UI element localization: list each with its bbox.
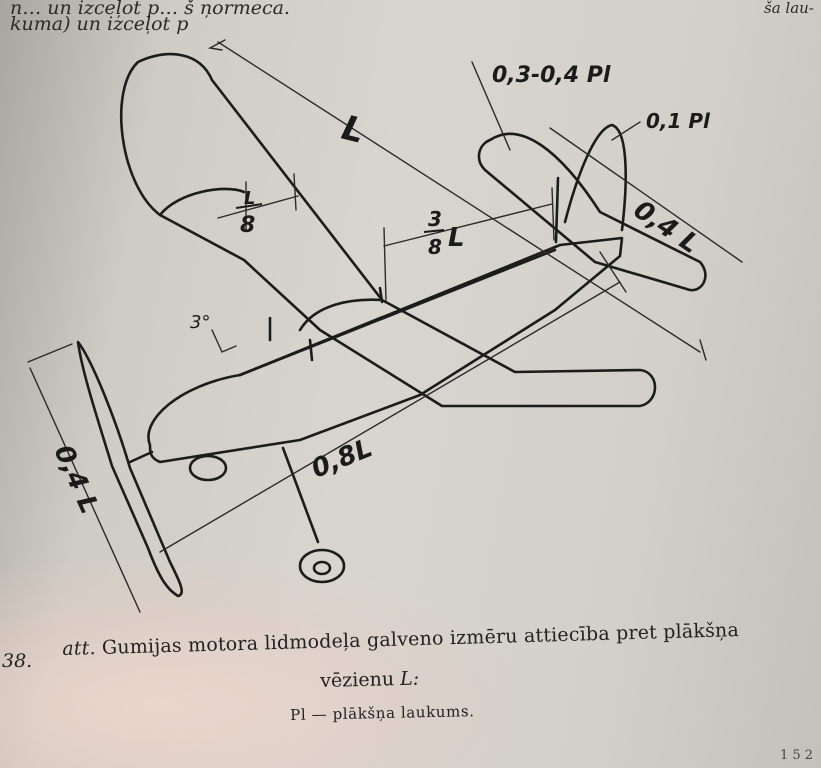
top-text-line1: n… un izceļot p… š ņormeca.: [10, 0, 290, 19]
airplane-diagram: L L 8 3 8 L 0,3-0,4 Pl 0,1 Pl 0,4 L 0,8L…: [27, 39, 743, 613]
fraction-bar-chord: [235, 203, 263, 209]
label-wingspan: L: [338, 108, 369, 152]
dim-fuselage-length: [159, 281, 621, 553]
dim-wing-position: [383, 203, 553, 247]
dim-stabilizer-span: [549, 127, 743, 263]
fuselage-line: [238, 248, 557, 377]
label-stabilizer-span: 0,4 L: [628, 195, 704, 260]
label-fuselage-length: 0,8L: [307, 433, 376, 484]
fin-rudder-line: [554, 176, 560, 244]
label-fin-area: 0,1 Pl: [646, 109, 711, 133]
page-corner-text: 1 5 2: [780, 748, 814, 763]
incidence-marker: [211, 329, 237, 353]
fuselage: [147, 236, 624, 464]
top-text-line3: ša lau-: [764, 0, 814, 17]
vertical-fin: [563, 123, 627, 232]
landing-gear-leg: [281, 446, 320, 544]
caption-att: att.: [62, 637, 97, 660]
label-wing-position-unit: L: [448, 223, 465, 253]
top-text-line2: kuma) un izceļot p: [10, 13, 189, 35]
label-incidence-angle: 3°: [190, 312, 210, 333]
propeller-shaft: [128, 450, 154, 464]
label-wing-position-denominator: 8: [428, 235, 442, 259]
wing-strut-back: [378, 286, 384, 304]
leader-stabilizer-area: [471, 61, 511, 151]
caption-line3: Pl — plākšņa laukums.: [290, 702, 475, 724]
caption-line2-text: vēzienu: [320, 668, 395, 692]
wing-strut-mid: [308, 338, 314, 362]
leader-fin-area: [611, 121, 641, 141]
cockpit-canopy: [298, 298, 384, 332]
light-glare: [0, 560, 520, 768]
fraction-bar-position: [423, 229, 445, 233]
label-stabilizer-area: 0,3-0,4 Pl: [492, 63, 611, 88]
horizontal-stabilizer: [477, 132, 707, 292]
caption-line2-symbol: L:: [399, 667, 420, 691]
wing-root-rib: [158, 187, 246, 217]
caption-line2: vēzienu L:: [320, 668, 419, 692]
wheel-hub: [312, 560, 332, 576]
label-wing-chord-denominator: 8: [240, 213, 255, 238]
dim-wingspan: [217, 41, 701, 353]
main-wing: [119, 52, 657, 408]
propeller: [76, 340, 183, 598]
label-wing-position-numerator: 3: [428, 207, 442, 231]
caption-number: 38.: [2, 650, 33, 672]
dim-propeller: [29, 367, 141, 613]
label-wing-chord: L: [244, 188, 255, 209]
rear-wheel: [188, 454, 228, 482]
dim-wing-chord: [217, 195, 299, 219]
landing-gear-wheel: [298, 548, 346, 584]
label-propeller-diameter: 0,4 L: [48, 441, 105, 519]
